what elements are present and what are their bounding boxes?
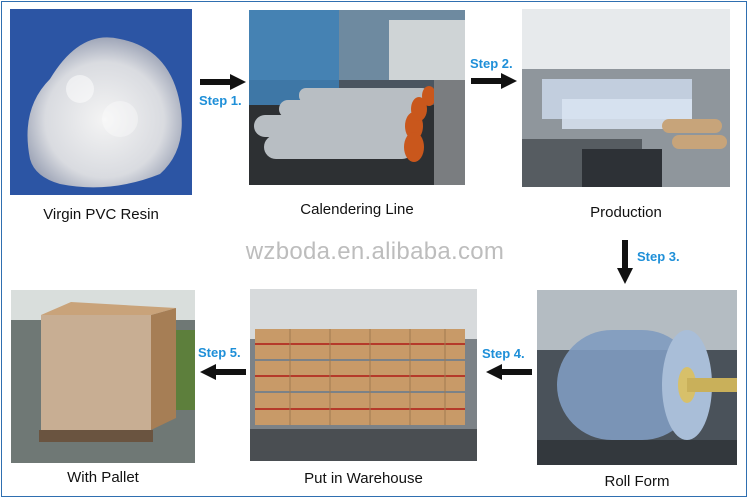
step-3-arrow-down-icon <box>617 240 633 284</box>
step-5-label: Step 5. <box>198 345 241 360</box>
watermark-text: wzboda.en.alibaba.com <box>245 238 505 265</box>
calendering-line-caption: Calendering Line <box>300 201 414 218</box>
virgin-pvc-resin-caption: Virgin PVC Resin <box>43 206 159 223</box>
warehouse-caption: Put in Warehouse <box>304 470 423 487</box>
pallet-photo <box>11 290 195 463</box>
step-4-label: Step 4. <box>482 346 525 361</box>
pallet-caption: With Pallet <box>67 469 139 486</box>
calendering-line-photo <box>249 10 465 185</box>
step-1-label: Step 1. <box>199 93 242 108</box>
step-5-arrow-left-icon <box>200 364 246 380</box>
production-caption: Production <box>590 204 662 221</box>
step-1-arrow-right-icon <box>200 74 246 90</box>
roll-form-caption: Roll Form <box>604 473 670 490</box>
step-2-arrow-right-icon <box>471 73 517 89</box>
step-2-label: Step 2. <box>470 56 513 71</box>
virgin-pvc-resin-photo <box>10 9 192 195</box>
warehouse-photo <box>250 289 477 461</box>
step-4-arrow-left-icon <box>486 364 532 380</box>
production-photo <box>522 9 730 187</box>
step-3-label: Step 3. <box>637 249 680 264</box>
roll-form-photo <box>537 290 737 465</box>
